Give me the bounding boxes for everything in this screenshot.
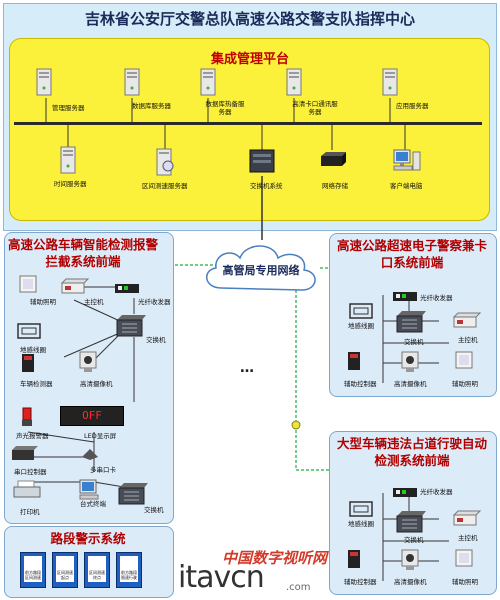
r2-main-controller-label: 主控机 [458, 534, 478, 542]
r2-switch-icon [394, 508, 428, 538]
client-pc-icon [392, 148, 422, 178]
r2-hd-camera-label: 高清摄像机 [394, 578, 427, 586]
r2-aux-controller-label: 辅助控制器 [344, 578, 377, 586]
r1-aux-light-label: 辅助照明 [452, 380, 478, 388]
mgmt-server-icon [36, 68, 52, 100]
aux-light-icon [18, 274, 38, 298]
panel-speed-enforcement-title: 高速公路超速电子警察兼卡口系统前端 [336, 238, 487, 270]
warning-sign-4: 前方路段 限速行驶 [116, 552, 142, 588]
r2-loop-coil-icon [348, 500, 374, 522]
section-speed-server-label: 区间测速服务器 [142, 182, 188, 190]
loop-coil-label: 地感线圈 [20, 346, 46, 354]
alarm-icon [20, 406, 34, 432]
r1-main-controller-label: 主控机 [458, 336, 478, 344]
switch-label: 交换机 [146, 336, 166, 344]
fiber-transceiver-label: 光纤收发器 [138, 298, 171, 306]
alarm-label: 声光报警器 [16, 432, 49, 440]
db-hot-server-label: 数据库热备服务器 [205, 100, 245, 116]
main-controller-icon [60, 278, 90, 298]
hd-camera-icon [76, 350, 102, 378]
r2-aux-light-icon [454, 548, 474, 572]
switch2-label: 交换机 [144, 506, 164, 514]
printer-icon [12, 480, 42, 504]
time-server-label: 时间服务器 [54, 180, 87, 188]
r1-switch-icon [394, 308, 428, 338]
main-bus [14, 122, 482, 125]
r1-aux-controller-label: 辅助控制器 [344, 380, 377, 388]
panel-smart-detection-title: 高速公路车辆智能检测报警拦截系统前端 [8, 237, 159, 269]
r2-loop-coil-label: 地感线圈 [348, 520, 374, 528]
watermark-domain: .com [286, 582, 311, 593]
storage-icon [318, 150, 348, 172]
checkpoint-server-label: 高清卡口通讯服务器 [292, 100, 338, 116]
r1-loop-coil-icon [348, 302, 374, 324]
watermark-brand: itavcn [178, 560, 265, 595]
app-server-label: 应用服务器 [396, 102, 429, 110]
r1-switch-label: 交换机 [404, 338, 424, 346]
aux-light-label: 辅助照明 [30, 298, 56, 306]
platform-title: 集成管理平台 [210, 52, 289, 67]
mgmt-server-label: 管理服务器 [52, 104, 85, 112]
r1-aux-light-icon [454, 350, 474, 374]
db-hot-server-icon [200, 68, 216, 100]
vehicle-detector-icon [20, 352, 36, 378]
r2-aux-controller-icon [346, 548, 362, 574]
main-controller-label: 主控机 [84, 298, 104, 306]
r1-loop-coil-label: 地感线圈 [348, 322, 374, 330]
serial-controller-icon [10, 444, 40, 466]
r1-fiber-label: 光纤收发器 [420, 294, 453, 302]
switch-system-label: 交换机系统 [250, 182, 283, 190]
cloud-icon [206, 245, 316, 291]
storage-label: 网络存储 [322, 182, 348, 190]
r2-fiber-label: 光纤收发器 [420, 488, 453, 496]
desktop-terminal-label: 台式终端 [80, 500, 106, 508]
server-drops [45, 98, 406, 150]
r1-fiber-icon [392, 288, 420, 307]
serial-controller-label: 串口控制器 [14, 468, 47, 476]
desktop-terminal-icon [78, 478, 104, 508]
app-server-icon [382, 68, 398, 100]
r2-switch-label: 交换机 [404, 536, 424, 544]
switch-system-icon [248, 148, 276, 178]
client-pc-label: 客户端电脑 [390, 182, 423, 190]
db-server-label: 数据库服务器 [132, 102, 171, 110]
cloud-label: 高管局专用网络 [222, 264, 300, 277]
r1-hd-camera-label: 高清摄像机 [394, 380, 427, 388]
panel-road-warning-title: 路段警示系统 [50, 531, 126, 546]
diagram-title: 吉林省公安厅交警总队高速公路交警支队指挥中心 [84, 10, 415, 28]
warning-sign-3: 区间测速 终点 [84, 552, 110, 588]
r2-aux-light-label: 辅助照明 [452, 578, 478, 586]
switch-icon [114, 312, 148, 342]
warning-sign-1: 前方路段 区间测速 [20, 552, 46, 588]
r1-main-controller-icon [452, 312, 482, 332]
r1-aux-controller-icon [346, 350, 362, 376]
panel-lane-violation-title: 大型车辆违法占道行驶自动检测系统前端 [336, 436, 487, 468]
ellipsis: … [240, 360, 254, 376]
multi-serial-card-label: 多串口卡 [90, 466, 116, 474]
checkpoint-server-icon [286, 68, 302, 100]
platform-box [9, 38, 490, 221]
loop-coil-icon [16, 322, 42, 344]
watermark-brand-cn: 中国数字视听网 [222, 549, 328, 567]
multi-serial-card-icon [80, 446, 100, 465]
warning-sign-2: 区间测速 起点 [52, 552, 78, 588]
time-server-icon [60, 146, 76, 178]
fiber-transceiver-icon [114, 280, 142, 299]
r2-main-controller-icon [452, 510, 482, 530]
r1-hd-camera-icon [398, 350, 424, 378]
led-display-icon: OFF [60, 406, 124, 426]
r2-hd-camera-icon [398, 548, 424, 576]
led-display-label: LED显示屏 [84, 432, 117, 440]
db-server-icon [124, 68, 140, 100]
r2-fiber-icon [392, 484, 420, 503]
hd-camera-label: 高清摄像机 [80, 380, 113, 388]
printer-label: 打印机 [20, 508, 40, 516]
vehicle-detector-label: 车辆检测器 [20, 380, 53, 388]
switch2-icon [116, 480, 150, 510]
section-speed-server-icon [156, 148, 174, 180]
